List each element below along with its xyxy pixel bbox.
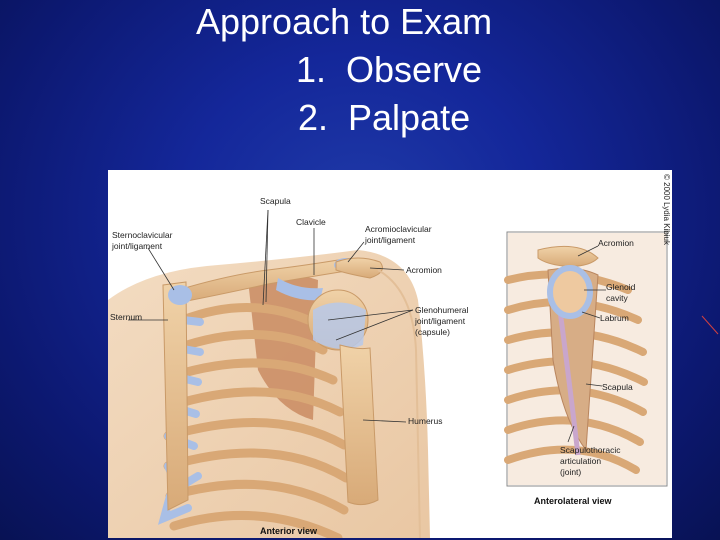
label-al-labrum: Labrum: [600, 313, 629, 323]
label-al-acromion: Acromion: [598, 238, 634, 248]
label-al-glenoid-2: cavity: [606, 293, 628, 303]
label-al-glenoid-1: Glenoid: [606, 282, 636, 292]
shoulder-anatomy-figure: Scapula Clavicle Sternoclavicular joint/…: [108, 170, 672, 538]
label-sternum: Sternum: [110, 312, 142, 322]
label-sternoclavicular-1: Sternoclavicular: [112, 230, 173, 240]
anterolateral-view: [504, 231, 668, 487]
label-glenohumeral-3: (capsule): [415, 327, 450, 337]
label-glenohumeral-1: Glenohumeral: [415, 305, 469, 315]
label-acromion: Acromion: [406, 265, 442, 275]
anterior-view: [108, 250, 430, 538]
label-al-scapulothoracic-1: Scapulothoracic: [560, 445, 621, 455]
label-sternoclavicular-2: joint/ligament: [111, 241, 163, 251]
shoulder-illustration-icon: Scapula Clavicle Sternoclavicular joint/…: [108, 174, 671, 538]
label-al-scapulothoracic-2: articulation: [560, 456, 601, 466]
decorative-line-icon: [701, 315, 719, 335]
label-al-scapula: Scapula: [602, 382, 633, 392]
anterior-view-caption: Anterior view: [260, 526, 318, 536]
slide-title: Approach to Exam: [196, 1, 493, 42]
label-humerus: Humerus: [408, 416, 442, 426]
copyright-notice: © 2000 Lydia Kibiuk: [662, 174, 671, 246]
step-palpate: 2. Palpate: [298, 97, 471, 138]
label-clavicle: Clavicle: [296, 217, 326, 227]
step-observe: 1. Observe: [296, 49, 483, 90]
anterolateral-view-caption: Anterolateral view: [534, 496, 613, 506]
label-acromioclavicular-1: Acromioclavicular: [365, 224, 432, 234]
label-scapula: Scapula: [260, 196, 291, 206]
label-al-scapulothoracic-3: (joint): [560, 467, 581, 477]
label-acromioclavicular-2: joint/ligament: [364, 235, 416, 245]
label-glenohumeral-2: joint/ligament: [414, 316, 466, 326]
